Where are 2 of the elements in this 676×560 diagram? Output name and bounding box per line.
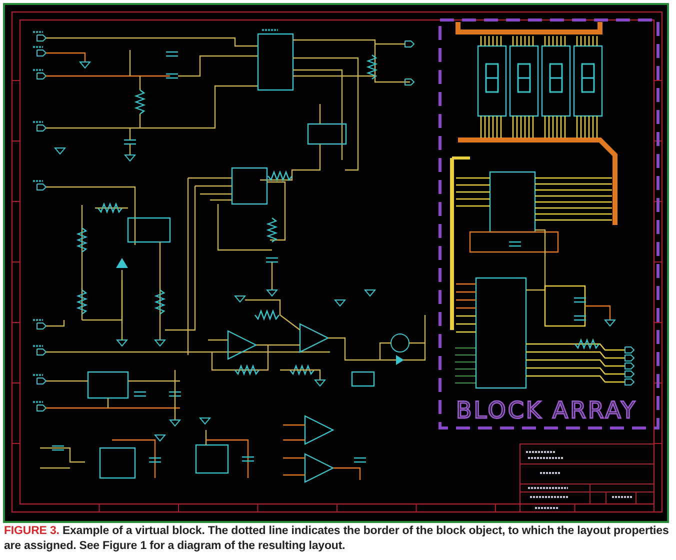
figure-caption: FIGURE 3. Example of a virtual block. The dotted line indicates the border of the block object, to which the layout properties are assigned. See Figure 1 for a diagram of the resulting layout. — [4, 524, 670, 554]
block-label: BLOCK ARRAY — [456, 398, 638, 424]
